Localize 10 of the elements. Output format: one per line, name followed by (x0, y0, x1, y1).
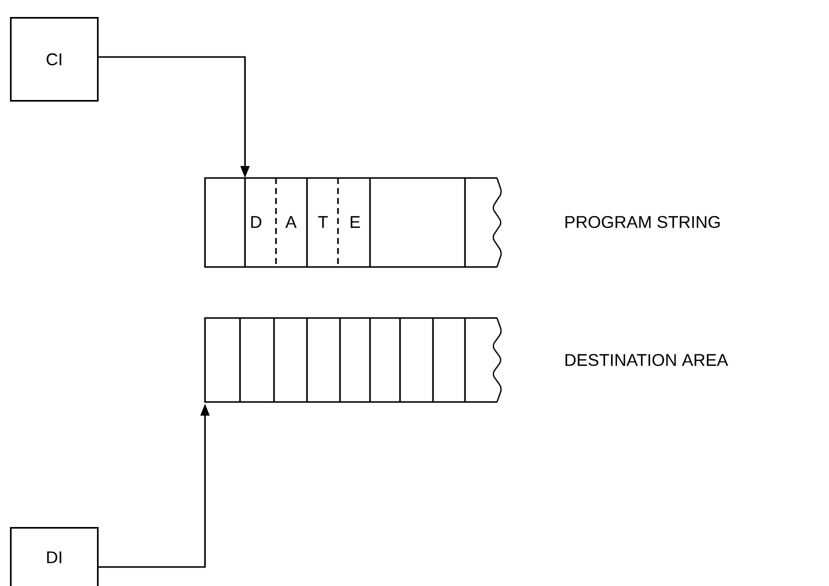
strip-caption: PROGRAM STRING (566, 216, 720, 228)
cell-letter: T (318, 216, 328, 228)
cell-letter: A (285, 216, 297, 228)
cell-letter: D (251, 216, 262, 228)
process-box: DI (10, 527, 99, 586)
process-box: CI (10, 17, 99, 102)
strip-caption: DESTINATION AREA (566, 354, 728, 366)
memory-strip (204, 317, 502, 403)
cell-letter: E (350, 216, 360, 228)
memory-strip (204, 177, 502, 268)
